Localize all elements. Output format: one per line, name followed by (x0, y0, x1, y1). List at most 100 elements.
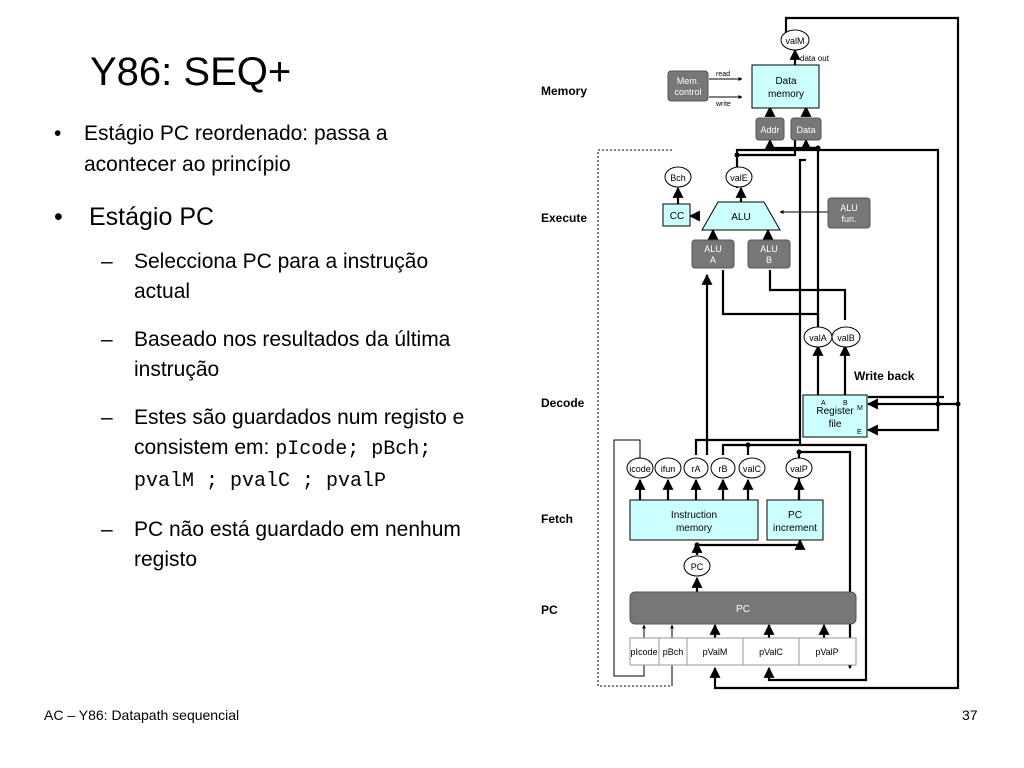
port-b-label: B (843, 400, 848, 407)
valm-oval (780, 29, 810, 51)
alu-label: ALU (731, 212, 750, 223)
sub-bullet-dash: – (101, 250, 113, 273)
instruction-memory-block (629, 499, 759, 541)
cc-block (662, 203, 691, 227)
data-out-label: data out (800, 54, 830, 63)
pc-increment-label-1: PC (788, 510, 802, 521)
data-memory-block (751, 64, 820, 109)
pvalm-label: pValM (703, 647, 728, 657)
bch-label: Bch (670, 173, 686, 183)
bullet-item: • Estágio PC reordenado: passa a acontec… (48, 118, 468, 180)
icode-oval (626, 457, 654, 479)
sub-bullet-dash: – (101, 328, 113, 351)
addr-label: Addr (760, 125, 779, 135)
mem-control-block (667, 70, 709, 102)
sub-bullet-text: Baseado nos resultados da última instruç… (134, 328, 451, 381)
control-dotted-wire (597, 149, 672, 687)
valm-label: valM (785, 36, 804, 46)
junction-dot (935, 401, 941, 407)
vale-writeback-wire (735, 148, 940, 436)
valc-label: valC (743, 464, 762, 474)
register-file-label-1: Register (816, 406, 854, 417)
sub-bullet-text: Estes são guardados num registo e consis… (134, 406, 465, 459)
alu-a-label-1: ALU (704, 244, 722, 254)
bullet-dot: • (54, 122, 62, 145)
valb-to-alub-wire (768, 270, 847, 320)
ra-label: rA (692, 464, 701, 474)
port-m-label: M (857, 405, 863, 412)
stage-label-write-back: Write back (854, 369, 915, 383)
valm-feedback-wire (709, 16, 960, 690)
alu-b-label-1: ALU (760, 244, 778, 254)
pc-oval-label: PC (691, 562, 704, 572)
slide-title: Y86: SEQ+ (90, 50, 292, 94)
valp-label: valP (790, 464, 808, 474)
alu-a-block (691, 239, 735, 269)
vale-label: valE (730, 173, 748, 183)
sub-bullet-text: PC não está guardado em nenhum registo (134, 518, 461, 571)
junction-dot (734, 152, 740, 158)
register-file-block (802, 394, 868, 438)
sub-bullet-dash: – (101, 406, 113, 429)
alu-block (701, 201, 781, 231)
vala-to-data-wire (800, 138, 820, 330)
sub-bullet-text: Selecciona PC para a instrução actual (134, 250, 429, 303)
data-memory-label-1: Data (775, 76, 797, 87)
vala-label: valA (809, 333, 827, 343)
addr-mux-block (755, 117, 785, 141)
valb-label: valB (837, 333, 855, 343)
rb-oval (710, 457, 736, 479)
write-label: write (715, 101, 731, 108)
bch-oval (664, 166, 692, 188)
bullet-text: Estágio PC reordenado: passa a acontecer… (84, 122, 388, 176)
data-mux-block (790, 117, 822, 141)
ifun-oval (654, 457, 682, 479)
register-file-label-2: file (829, 419, 842, 430)
pc-select-label: PC (736, 604, 750, 615)
port-a-label: A (821, 400, 826, 407)
stage-label-memory: Memory (541, 84, 587, 98)
valp-oval (785, 457, 813, 479)
cc-label: CC (670, 211, 684, 222)
sub-bullet-item: – Estes são guardados num registo e cons… (48, 403, 468, 497)
bullet-dot: • (54, 203, 63, 231)
port-e-label: E (857, 429, 862, 436)
bullet-item: • Estágio PC (48, 202, 468, 233)
sub-bullet-item: – Baseado nos resultados da última instr… (48, 325, 468, 385)
data-memory-label-2: memory (768, 89, 804, 100)
pc-oval (683, 555, 711, 577)
ifun-label: ifun (661, 464, 676, 474)
pc-to-pcinc-wire (695, 538, 806, 555)
valc-vertical-wire (798, 158, 806, 445)
ra-oval (683, 457, 709, 479)
bullet-text: Estágio PC (89, 203, 215, 231)
vale-oval (725, 166, 753, 188)
mem-control-label-1: Mem. (677, 76, 700, 86)
icode-to-picode-wire (613, 439, 646, 677)
ra-to-regfile-wire (694, 438, 800, 455)
mem-control-label-2: control (674, 87, 701, 97)
picode-label: pIcode (630, 647, 657, 657)
rb-label: rB (719, 464, 728, 474)
data-label: Data (796, 125, 815, 135)
page-number: 37 (962, 707, 978, 723)
stage-label-execute: Execute (541, 211, 587, 225)
stage-label-decode: Decode (541, 396, 585, 410)
junction-dot (745, 442, 751, 448)
alu-fun-label-2: fun. (841, 214, 856, 224)
pc-increment-block (766, 499, 824, 541)
valp-to-pvalp-wire (797, 450, 856, 670)
read-label: read (716, 71, 730, 78)
pvalp-register (798, 637, 857, 666)
valb-oval (831, 326, 861, 348)
rb-to-regfile-wire (721, 443, 748, 455)
sub-bullet-item: – PC não está guardado em nenhum registo (48, 515, 468, 575)
alu-a-label-2: A (710, 255, 716, 265)
pc-increment-label-2: increment (773, 523, 817, 534)
pvalc-label: pValC (759, 647, 783, 657)
picode-register (629, 637, 660, 666)
pc-select-block (629, 591, 857, 625)
alu-b-block (747, 239, 791, 269)
sub-bullet-item: – Selecciona PC para a instrução actual (48, 247, 468, 307)
